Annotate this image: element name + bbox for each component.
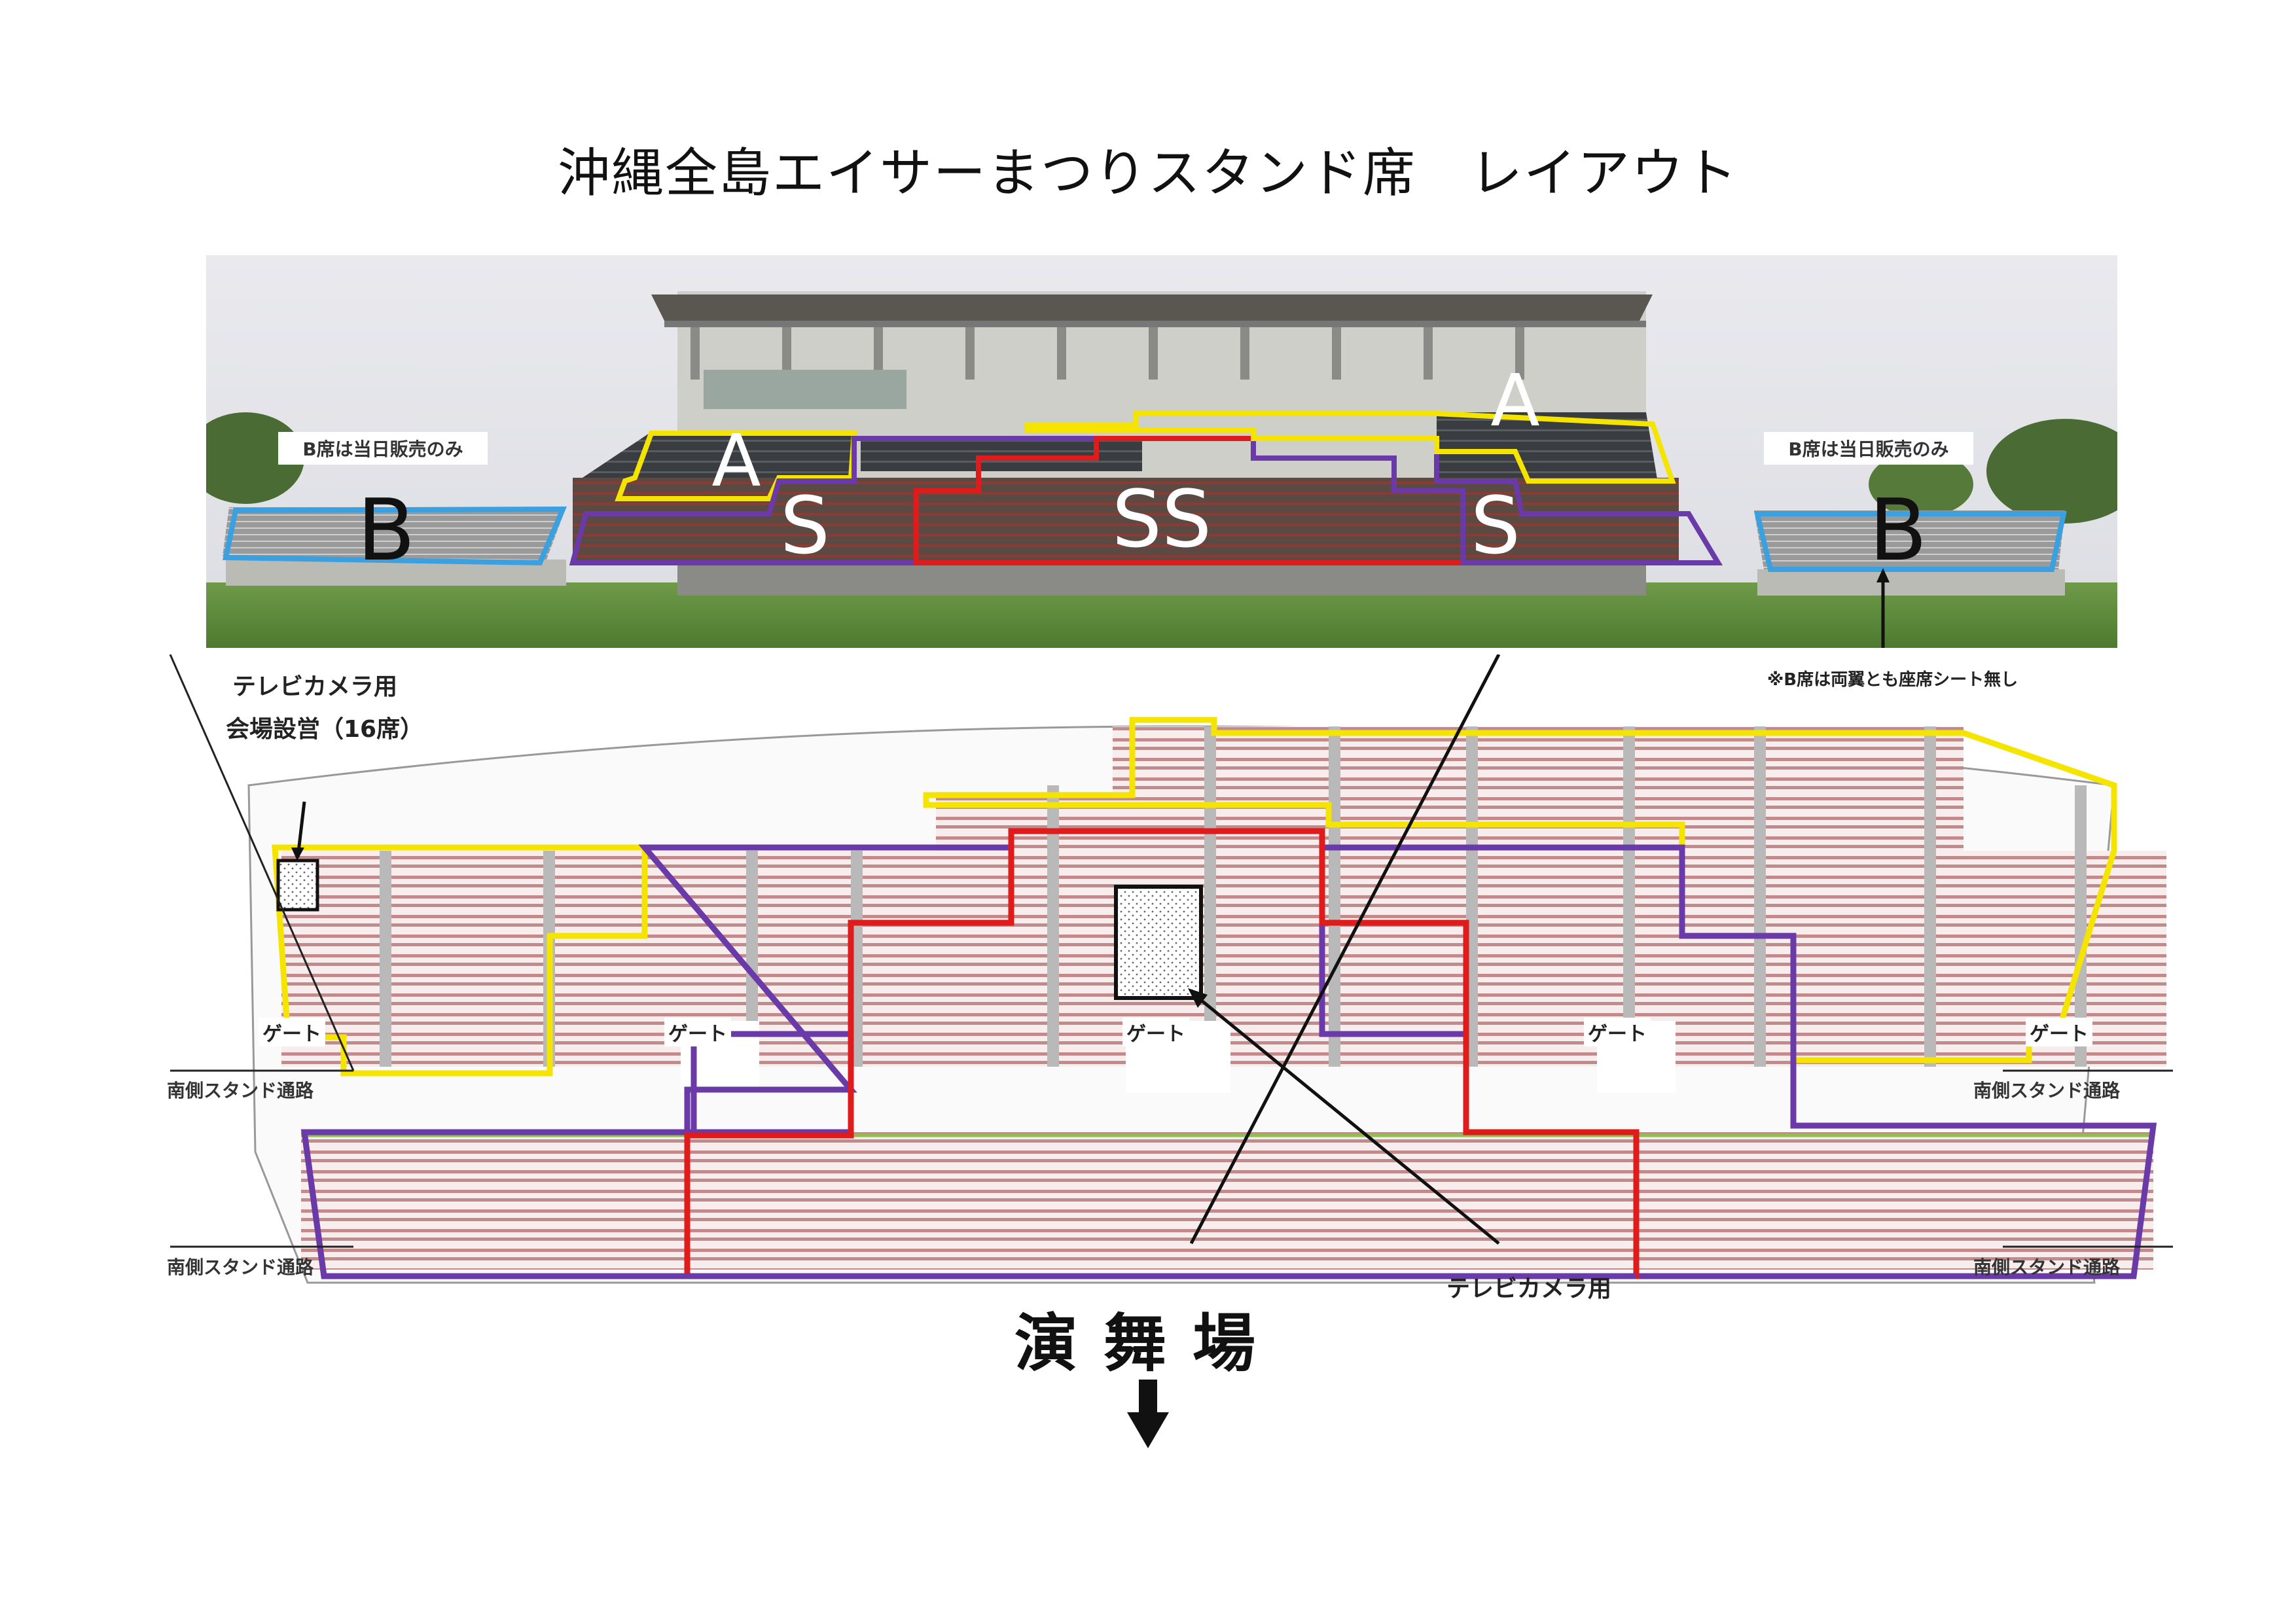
zone-a-left-letter: A: [711, 419, 761, 503]
tv-camera-label: テレビカメラ用: [1446, 1275, 1612, 1302]
press-box: [704, 370, 906, 409]
roof-trusses: [664, 321, 1646, 380]
gate-label-3: ゲート: [1122, 1018, 1189, 1046]
b-note-arrow-head: [1876, 568, 1890, 582]
gate-label-1: ゲート: [259, 1018, 325, 1046]
zone-b-right-outline: [1753, 511, 2067, 572]
tv-setup-pointer-head: [291, 847, 304, 861]
tree: [1869, 452, 1973, 517]
gate-label-4: ゲート: [1584, 1018, 1651, 1046]
tv-camera-setup-box: [276, 859, 319, 912]
tv-camera-setup-note-line1: テレビカメラ用: [232, 673, 398, 700]
stage-label: 演舞場: [1014, 1307, 1282, 1380]
b-stand-left: [223, 507, 566, 560]
passage-label-left-lower: 南側スタンド通路: [167, 1257, 314, 1278]
stadium-photo: A A S S SS B B B席は当日販売のみ B席は当日販売のみ: [206, 255, 2117, 648]
plan-zone-s-right-outline: [1319, 844, 2157, 1279]
passage-label-right-lower: 南側スタンド通路: [1973, 1257, 2121, 1278]
zone-b-left-outline: [223, 506, 567, 566]
tv-camera-pointer-head: [1188, 988, 1208, 1008]
passage-label-right-upper: 南側スタンド通路: [1973, 1080, 2121, 1101]
passage-arrows: [169, 654, 2173, 1248]
b-no-sheet-note: ※B席は両翼とも座席シート無し: [1767, 670, 2018, 690]
zone-s-right-outline: [1251, 436, 1723, 565]
zone-a-right-letter: A: [1490, 359, 1539, 442]
b-note-left: B席は当日販売のみ: [302, 438, 463, 460]
page-title: 沖縄全島エイサーまつりスタンド席 レイアウト: [558, 143, 1738, 204]
b-note-right: B席は当日販売のみ: [1788, 438, 1948, 460]
stadium-photo-svg: A A S S SS B B B席は当日販売のみ B席は当日販売のみ: [206, 255, 2117, 648]
tv-camera-box: [1114, 885, 1203, 1000]
floor-plan: [157, 653, 2186, 1309]
tv-camera-setup-note-line2: 会場設営（16席）: [226, 716, 424, 743]
gate-label-5: ゲート: [2026, 1018, 2092, 1046]
gate-label-2: ゲート: [664, 1018, 731, 1046]
down-arrow-icon: [1127, 1380, 1169, 1454]
grandstand-roof: [651, 294, 1653, 321]
zone-b-left-letter: B: [357, 480, 415, 580]
aisles: [380, 726, 2087, 1067]
zone-b-right-letter: B: [1869, 480, 1927, 580]
grandstand-seats: [573, 478, 1679, 563]
lower-seating-rows: [301, 1132, 2153, 1270]
zone-s-left-letter: S: [780, 481, 830, 572]
b-stand-right: [1754, 510, 2065, 569]
tv-camera-pointer-line: [1189, 653, 1501, 1245]
zone-s-right-letter: S: [1471, 481, 1520, 572]
passage-label-left-upper: 南側スタンド通路: [167, 1080, 314, 1101]
floor-plan-svg: [169, 653, 2173, 1284]
zone-a-right-outline: [1025, 411, 1676, 484]
zone-ss-letter: SS: [1112, 474, 1211, 565]
tree: [1986, 419, 2117, 524]
